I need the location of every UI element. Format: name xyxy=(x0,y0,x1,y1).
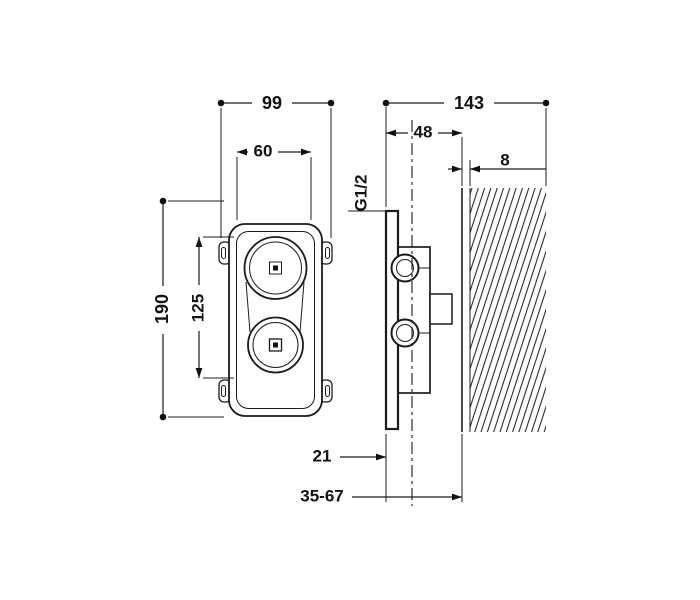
fixing-slot-top-right xyxy=(325,247,330,259)
dim-centerline-to-plate: 21 xyxy=(313,434,387,502)
bottom-connection-inner xyxy=(396,324,414,342)
dim-wall-lining: 8 xyxy=(448,151,546,186)
box-inner-outline xyxy=(236,231,315,409)
dim-front-width-body: 60 xyxy=(236,142,312,220)
dim-front-height-centers: 125 xyxy=(189,236,234,379)
dimensions: 99 143 60 48 xyxy=(152,93,550,506)
dim-label-190: 190 xyxy=(152,294,172,324)
side-view xyxy=(348,120,453,506)
bottom-connection-outer xyxy=(390,318,420,348)
dim-label-21: 21 xyxy=(313,447,332,466)
top-spindle-center xyxy=(273,265,278,271)
dim-side-depth-body: 48 xyxy=(385,107,463,207)
cartridge-connector-left xyxy=(245,281,251,333)
cartridge-connector-right xyxy=(299,281,305,333)
valve-body-protrusion xyxy=(429,293,453,325)
top-connection-outer xyxy=(390,253,420,283)
dim-label-125: 125 xyxy=(189,294,208,322)
fixing-slot-bottom-left xyxy=(221,385,226,397)
dim-front-width-total: 99 xyxy=(217,93,335,238)
dim-installation-depth-range: 35-67 xyxy=(300,434,463,506)
dim-label-35-67: 35-67 xyxy=(300,487,343,506)
top-knob-inner xyxy=(249,241,302,295)
dim-connection-thread: G1/2 xyxy=(352,175,371,212)
front-view xyxy=(218,223,333,417)
dim-label-60: 60 xyxy=(254,142,273,161)
bottom-spindle-center xyxy=(273,342,278,348)
dim-label-143: 143 xyxy=(454,93,484,113)
dim-front-height-total: 190 xyxy=(152,197,224,421)
top-connection-inner xyxy=(396,259,414,277)
dim-label-g12: G1/2 xyxy=(352,175,371,212)
fixing-slot-bottom-right xyxy=(325,385,330,397)
bottom-knob-inner xyxy=(252,322,299,368)
dim-label-48: 48 xyxy=(414,123,433,142)
dim-label-8: 8 xyxy=(500,151,509,170)
dim-side-depth-total: 143 xyxy=(382,93,550,186)
wall-section xyxy=(461,188,546,432)
fixing-slot-top-left xyxy=(221,247,226,259)
mounting-plate xyxy=(384,209,400,431)
wall-hatch xyxy=(470,188,546,432)
dim-label-99: 99 xyxy=(262,93,282,113)
